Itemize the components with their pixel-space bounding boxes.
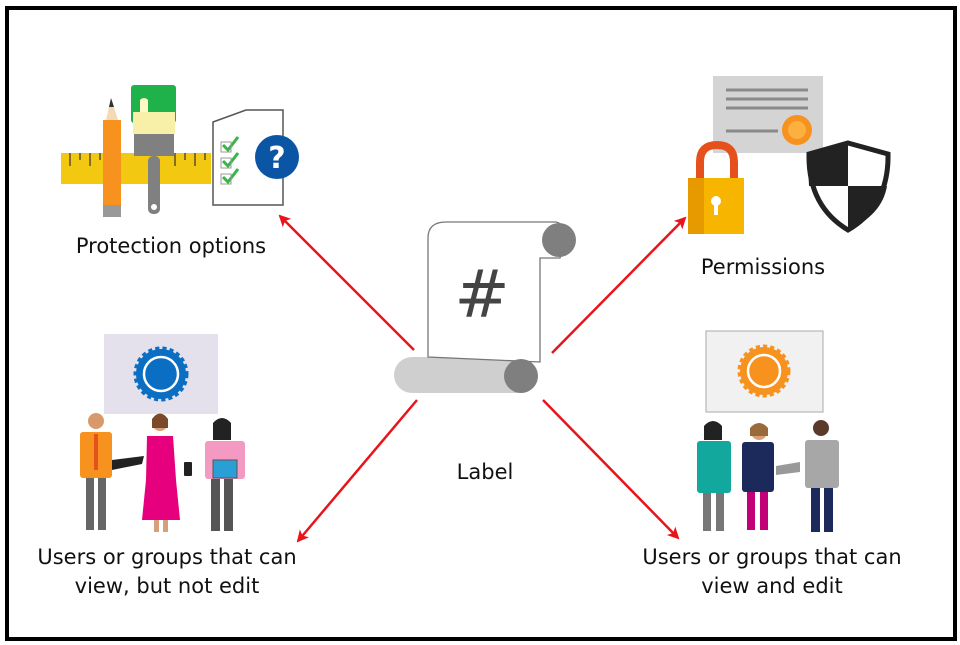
center-label-text: Label [456, 460, 514, 484]
blue-seal-icon [133, 346, 189, 402]
paint-brush-icon [131, 85, 176, 214]
node-title-line-1: Users or groups that can [37, 545, 297, 569]
ruler-icon [61, 153, 211, 184]
permissions-label: Permissions [680, 253, 846, 282]
view-edit-users-icons [697, 330, 839, 532]
question-icon: ? [255, 135, 299, 179]
node-title: Protection options [75, 234, 267, 258]
view-only-users-icons [80, 334, 245, 532]
arrow-to-permissions [551, 216, 687, 354]
node-title-line-2: view and edit [701, 574, 843, 598]
svg-text:?: ? [268, 141, 285, 176]
orange-seal-icon [737, 344, 791, 398]
protection-options-icons: ? [61, 85, 299, 217]
node-title-line-1: Users or groups that can [642, 545, 902, 569]
certificate-icon [713, 76, 823, 153]
permissions-icons [688, 76, 891, 234]
protection-options-label: Protection options [60, 232, 282, 261]
view-edit-users-label: Users or groups that can view and edit [627, 543, 917, 601]
center-label: Label [440, 458, 530, 487]
scroll-label-icon: # [394, 221, 576, 393]
arrow-to-view-only-users [296, 399, 418, 543]
padlock-icon [688, 140, 744, 234]
shield-icon [806, 140, 891, 233]
pencil-icon [103, 98, 121, 217]
hash-symbol: # [454, 256, 509, 333]
node-title: Permissions [700, 255, 826, 279]
arrow-to-view-edit-users [542, 399, 680, 540]
arrow-to-protection-options [278, 214, 415, 351]
view-only-users-label: Users or groups that can view, but not e… [22, 543, 312, 601]
people-icon [80, 413, 245, 532]
node-title-line-2: view, but not edit [74, 574, 260, 598]
arrows [278, 214, 687, 543]
people-icon [697, 420, 839, 532]
